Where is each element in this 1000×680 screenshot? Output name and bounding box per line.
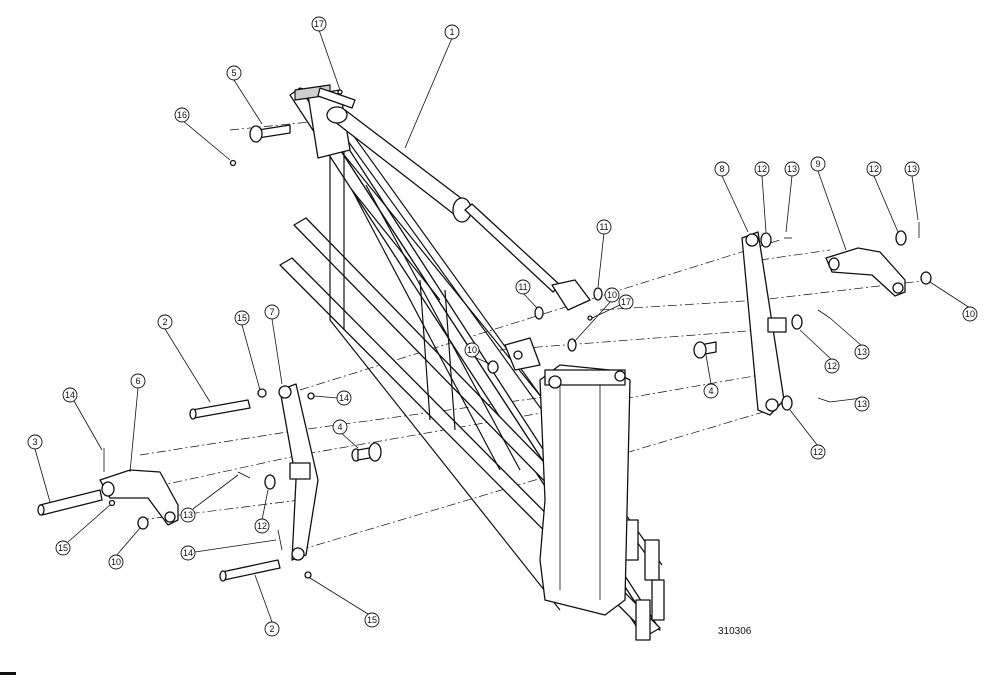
callout-10-mid: 10 xyxy=(464,342,491,365)
callout-13-a: 13 xyxy=(784,161,800,233)
svg-text:14: 14 xyxy=(65,390,75,400)
callout-14-mid: 14 xyxy=(313,390,352,406)
bracket-9 xyxy=(825,247,906,297)
svg-text:17: 17 xyxy=(314,19,324,29)
svg-text:12: 12 xyxy=(257,521,267,531)
callout-9: 9 xyxy=(810,156,847,251)
callout-12-d: 12 xyxy=(789,409,826,460)
bracket-6 xyxy=(99,469,179,526)
callout-13-b: 13 xyxy=(904,161,920,221)
svg-text:7: 7 xyxy=(269,307,274,317)
svg-text:4: 4 xyxy=(708,386,713,396)
svg-text:6: 6 xyxy=(135,376,140,386)
svg-text:16: 16 xyxy=(177,110,187,120)
svg-text:4: 4 xyxy=(337,422,342,432)
svg-text:11: 11 xyxy=(518,282,527,292)
callout-15-b: 15 xyxy=(55,504,111,556)
callout-12-a: 12 xyxy=(754,161,770,233)
svg-text:13: 13 xyxy=(857,399,867,409)
callout-12-c: 12 xyxy=(799,329,840,374)
callout-11-right: 11 xyxy=(596,219,612,288)
svg-text:9: 9 xyxy=(815,159,820,169)
svg-text:2: 2 xyxy=(269,624,274,634)
svg-text:3: 3 xyxy=(32,437,37,447)
svg-text:13: 13 xyxy=(787,164,797,174)
svg-text:10: 10 xyxy=(111,557,121,567)
pins xyxy=(37,124,717,582)
svg-text:11: 11 xyxy=(599,222,608,232)
svg-text:1: 1 xyxy=(449,27,454,37)
svg-text:14: 14 xyxy=(183,548,193,558)
callout-2-lower: 2 xyxy=(254,574,280,637)
washers xyxy=(103,89,932,579)
svg-text:2: 2 xyxy=(162,317,167,327)
svg-text:10: 10 xyxy=(965,309,975,319)
mount-plate xyxy=(504,337,631,616)
callout-17-mid: 17 xyxy=(591,294,634,319)
callout-5: 5 xyxy=(226,65,263,125)
svg-text:17: 17 xyxy=(621,297,631,307)
callout-17-top: 17 xyxy=(311,16,341,91)
callout-14-left: 14 xyxy=(62,387,103,451)
svg-text:15: 15 xyxy=(367,615,377,625)
callout-16: 16 xyxy=(174,107,231,161)
svg-text:13: 13 xyxy=(857,347,867,357)
svg-text:10: 10 xyxy=(467,345,477,355)
callout-11-left: 11 xyxy=(515,279,538,309)
callout-1: 1 xyxy=(404,24,460,149)
callout-4-left: 4 xyxy=(332,419,359,449)
hydraulic-cylinder xyxy=(326,106,591,311)
callout-10-top: 10 xyxy=(573,287,620,343)
callout-13-e: 13 xyxy=(180,474,239,523)
svg-text:12: 12 xyxy=(827,361,837,371)
svg-text:8: 8 xyxy=(719,164,724,174)
svg-text:12: 12 xyxy=(869,164,879,174)
alignment-lines xyxy=(139,119,931,551)
svg-text:14: 14 xyxy=(339,393,349,403)
svg-text:15: 15 xyxy=(237,313,247,323)
drawing-number: 310306 xyxy=(718,626,752,637)
svg-text:5: 5 xyxy=(231,68,236,78)
svg-text:10: 10 xyxy=(607,290,617,300)
svg-text:12: 12 xyxy=(813,447,823,457)
callout-15-c: 15 xyxy=(309,577,380,628)
callout-14-low: 14 xyxy=(180,539,277,561)
link-arm-7 xyxy=(278,383,319,561)
corner-mark xyxy=(0,672,16,675)
svg-text:12: 12 xyxy=(757,164,767,174)
callout-10-right: 10 xyxy=(929,281,978,322)
callout-4-right: 4 xyxy=(703,354,719,399)
callout-3: 3 xyxy=(27,434,51,503)
callout-13-d: 13 xyxy=(829,396,870,412)
callout-12-e: 12 xyxy=(254,489,270,534)
callout-6: 6 xyxy=(129,373,146,473)
callout-10-left: 10 xyxy=(108,527,141,570)
callout-2-upper: 2 xyxy=(157,314,211,403)
callout-13-c: 13 xyxy=(829,317,870,360)
svg-text:13: 13 xyxy=(183,510,193,520)
callout-8: 8 xyxy=(714,161,749,233)
svg-text:15: 15 xyxy=(58,543,68,553)
callout-12-b: 12 xyxy=(866,161,899,233)
link-arm-8 xyxy=(741,231,787,416)
callout-7: 7 xyxy=(264,304,283,385)
svg-text:13: 13 xyxy=(907,164,917,174)
callout-15-a: 15 xyxy=(234,310,261,391)
